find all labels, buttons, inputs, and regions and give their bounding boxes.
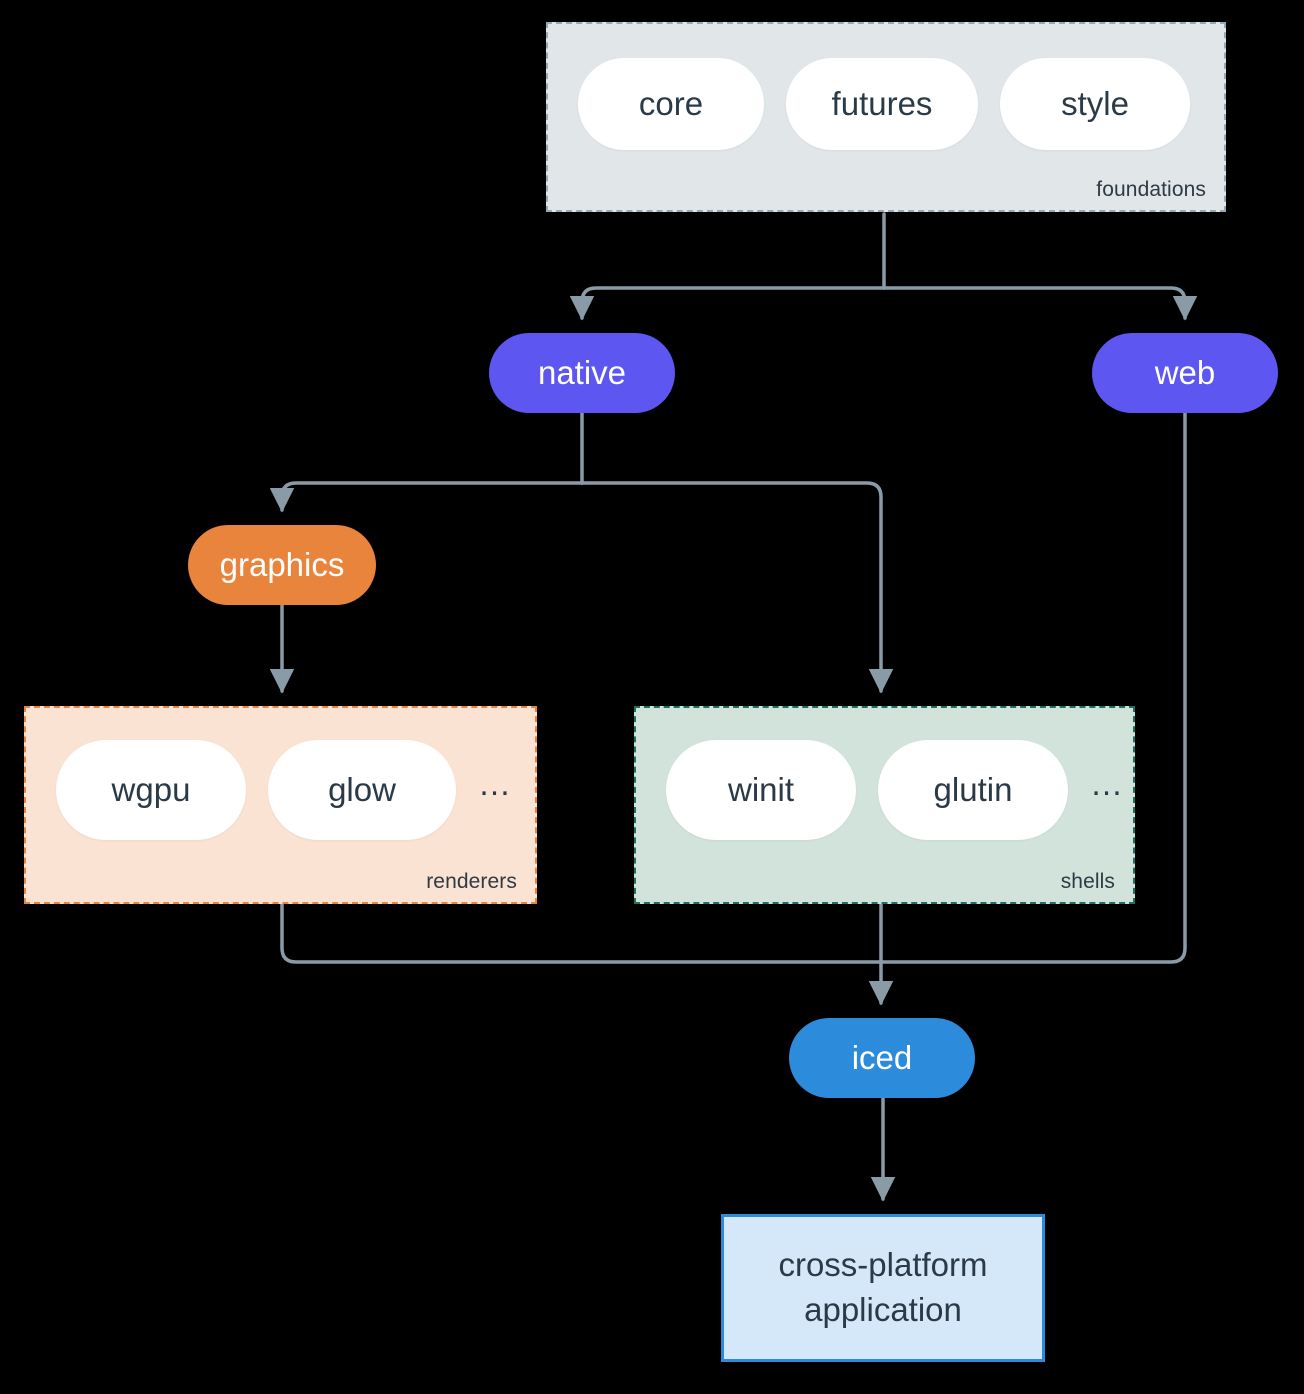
node-iced[interactable]: iced — [789, 1018, 975, 1098]
group-renderers[interactable]: wgpu glow … renderers — [24, 706, 537, 904]
group-foundations[interactable]: core futures style foundations — [546, 22, 1226, 212]
node-native[interactable]: native — [489, 333, 675, 413]
edge-renderers-to-iced — [280, 902, 883, 964]
edge-native-to-shells — [580, 481, 894, 694]
group-shells[interactable]: winit glutin … shells — [634, 706, 1135, 904]
node-style[interactable]: style — [1000, 58, 1190, 150]
application-label-line2: application — [804, 1291, 962, 1328]
group-foundations-items: core futures style — [548, 58, 1190, 150]
group-renderers-label: renderers — [426, 870, 517, 893]
node-graphics[interactable]: graphics — [188, 525, 376, 605]
node-web[interactable]: web — [1092, 333, 1278, 413]
node-winit[interactable]: winit — [666, 740, 856, 840]
group-renderers-items: wgpu glow … — [26, 740, 511, 840]
edge-foundations-to-native — [569, 286, 886, 321]
group-shells-label: shells — [1060, 870, 1115, 893]
node-glutin[interactable]: glutin — [878, 740, 1068, 840]
renderers-overflow-ellipsis: … — [478, 764, 511, 802]
edge-native-to-graphics — [269, 481, 584, 513]
group-foundations-label: foundations — [1096, 178, 1206, 201]
node-cross-platform-application[interactable]: cross-platform application — [721, 1214, 1045, 1362]
edge-foundations-to-web — [882, 286, 1198, 321]
node-wgpu[interactable]: wgpu — [56, 740, 246, 840]
application-label-line1: cross-platform — [778, 1246, 988, 1284]
node-core[interactable]: core — [578, 58, 764, 150]
node-futures[interactable]: futures — [786, 58, 978, 150]
node-glow[interactable]: glow — [268, 740, 456, 840]
shells-overflow-ellipsis: … — [1090, 764, 1123, 802]
group-shells-items: winit glutin … — [636, 740, 1123, 840]
